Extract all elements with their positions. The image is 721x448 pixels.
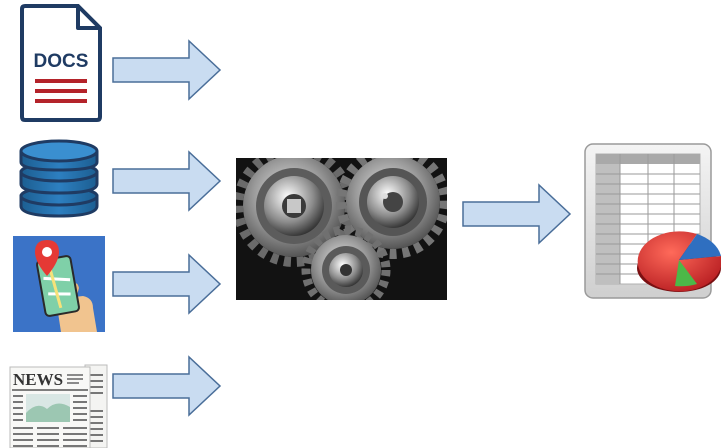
map-pin-phone-icon — [13, 236, 105, 332]
document-icon: DOCS — [20, 4, 102, 122]
report-output — [583, 140, 721, 302]
database-icon — [19, 139, 99, 218]
newspaper-icon: NEWS — [9, 364, 108, 448]
spreadsheet-pie-chart-icon — [584, 143, 721, 299]
news-label: NEWS — [13, 370, 63, 389]
arrow-docs — [112, 39, 222, 101]
docs-source: DOCS — [18, 3, 104, 123]
arrow-output — [462, 183, 572, 245]
arrow-maps — [112, 253, 222, 315]
arrow-database — [112, 150, 222, 212]
processing-engine — [236, 158, 447, 300]
arrow-news — [112, 355, 222, 417]
maps-source — [13, 236, 105, 332]
gears-icon — [236, 158, 447, 300]
database-source — [17, 138, 101, 220]
news-source: NEWS — [9, 361, 109, 448]
docs-label: DOCS — [34, 51, 89, 72]
